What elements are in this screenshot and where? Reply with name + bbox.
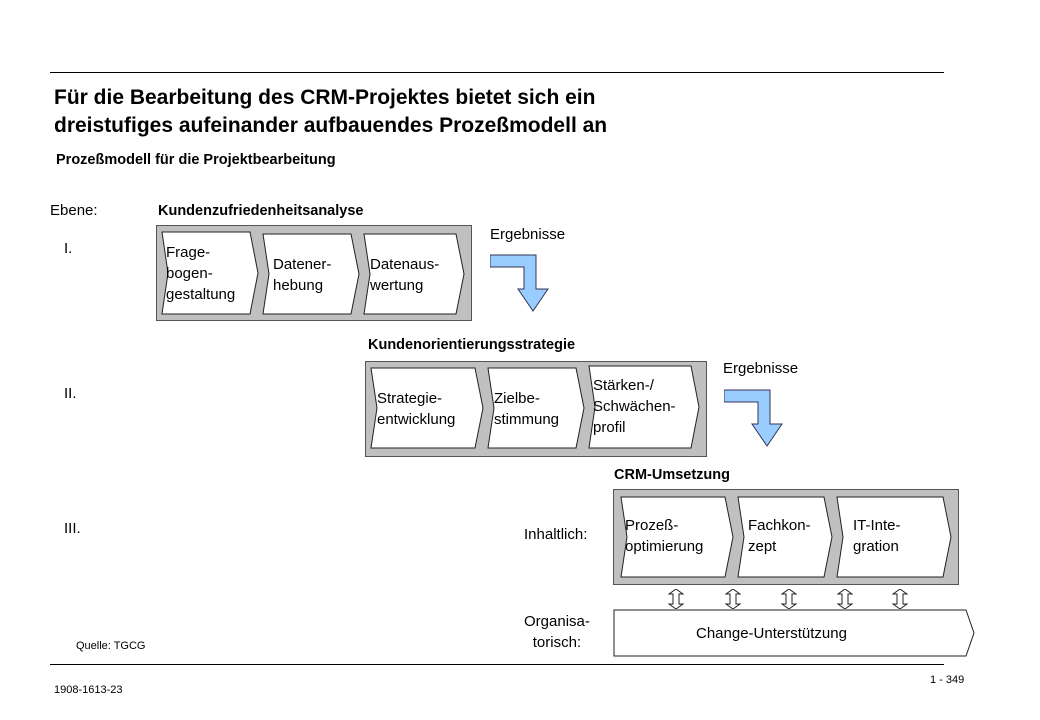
stage2-step-3-label: Stärken-/ Schwächen- profil [593, 377, 676, 436]
top-rule [50, 72, 944, 73]
stage3-step-1-label: Prozeß- optimierung [625, 517, 704, 555]
stage1-step-1-label: Frage- bogen- gestaltung [166, 244, 236, 303]
stage3-step-3-label: IT-Inte- gration [853, 517, 901, 555]
bottom-rule [50, 664, 944, 665]
updown-arrow-icon [667, 588, 685, 614]
organisatorisch-label: Organisa- torisch: [524, 613, 590, 651]
updown-arrow-icon [724, 588, 742, 614]
stage1-title: Kundenzufriedenheitsanalyse [158, 203, 364, 219]
title-line-1: Für die Bearbeitung des CRM-Projektes bi… [54, 86, 596, 109]
stage1-result-arrow [489, 253, 552, 318]
stage3-step-2-label: Fachkon- zept [748, 517, 811, 555]
stage1-step-2: Datener- hebung [262, 233, 360, 315]
page-number: 1 - 349 [930, 674, 965, 686]
source-note: Quelle: TGCG [76, 640, 146, 652]
stage2-step-3: Stärken-/ Schwächen- profil [588, 365, 700, 449]
updown-arrow-icon [836, 588, 854, 614]
stage2-result-label: Ergebnisse [723, 360, 799, 377]
stage1-step-3: Datenaus- wertung [363, 233, 465, 315]
stage2-step-1: Strategie- entwicklung [370, 367, 484, 449]
level-2-label: II. [64, 385, 77, 402]
inhaltlich-label: Inhaltlich: [524, 526, 588, 543]
stage2-step-2: Zielbe- stimmung [487, 367, 585, 449]
stage2-step-1-label: Strategie- entwicklung [377, 390, 456, 428]
page-title: Für die Bearbeitung des CRM-Projektes bi… [54, 84, 607, 140]
stage3-title: CRM-Umsetzung [614, 467, 730, 483]
doc-id: 1908-1613-23 [54, 684, 123, 696]
stage1-step-1: Frage- bogen- gestaltung [161, 231, 259, 315]
stage2-title: Kundenorientierungsstrategie [368, 337, 576, 353]
change-support-bar: Change-Unterstützung [613, 609, 975, 657]
level-1-label: I. [64, 240, 73, 257]
stage2-step-2-label: Zielbe- stimmung [494, 390, 560, 428]
stage1-step-3-label: Datenaus- wertung [370, 256, 440, 294]
stage3-step-2: Fachkon- zept [737, 496, 833, 578]
stage1-step-2-label: Datener- hebung [273, 256, 332, 294]
stage1-result-label: Ergebnisse [490, 226, 566, 243]
updown-arrow-icon [891, 588, 909, 614]
page-subtitle: Prozeßmodell für die Projektbearbeitung [56, 152, 336, 168]
stage2-result-arrow [723, 388, 786, 453]
level-3-label: III. [64, 520, 81, 537]
title-line-2: dreistufiges aufeinander aufbauendes Pro… [54, 114, 608, 137]
stage3-step-3: IT-Inte- gration [836, 496, 952, 578]
updown-arrow-icon [780, 588, 798, 614]
stage3-step-1: Prozeß- optimierung [620, 496, 734, 578]
change-support-label: Change-Unterstützung [696, 625, 847, 642]
ebene-label: Ebene: [50, 202, 98, 219]
